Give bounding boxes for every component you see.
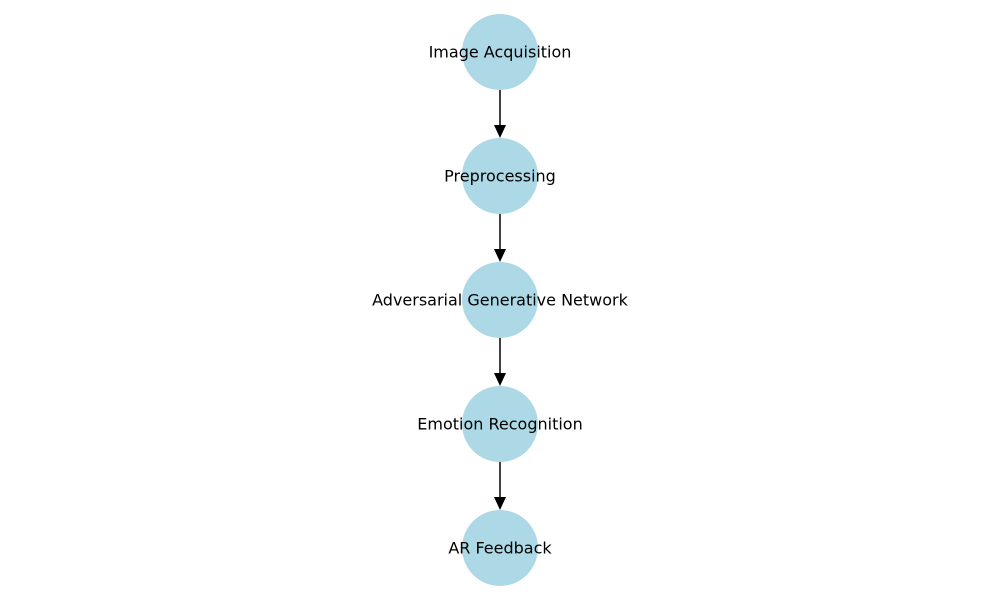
nodes-layer: Image AcquisitionPreprocessingAdversaria… bbox=[372, 14, 629, 586]
arrowhead-icon bbox=[494, 497, 506, 510]
arrowhead-icon bbox=[494, 249, 506, 262]
edge-arrow bbox=[494, 462, 506, 510]
edges-layer bbox=[494, 90, 506, 510]
node-label: Emotion Recognition bbox=[417, 415, 582, 434]
arrowhead-icon bbox=[494, 125, 506, 138]
node-emotion-recognition: Emotion Recognition bbox=[417, 386, 583, 462]
node-circle bbox=[462, 138, 538, 214]
node-circle bbox=[462, 510, 538, 586]
edge-arrow bbox=[494, 338, 506, 386]
node-circle bbox=[462, 262, 538, 338]
node-label: Preprocessing bbox=[444, 167, 556, 186]
node-label: Image Acquisition bbox=[429, 43, 572, 62]
node-circle bbox=[462, 386, 538, 462]
arrowhead-icon bbox=[494, 373, 506, 386]
edge-arrow bbox=[494, 214, 506, 262]
node-image-acquisition: Image Acquisition bbox=[429, 14, 572, 90]
edge-arrow bbox=[494, 90, 506, 138]
node-adversarial-generative-network: Adversarial Generative Network bbox=[372, 262, 629, 338]
node-preprocessing: Preprocessing bbox=[444, 138, 556, 214]
node-circle bbox=[462, 14, 538, 90]
node-label: AR Feedback bbox=[448, 539, 552, 558]
node-label: Adversarial Generative Network bbox=[372, 291, 628, 310]
node-ar-feedback: AR Feedback bbox=[448, 510, 552, 586]
